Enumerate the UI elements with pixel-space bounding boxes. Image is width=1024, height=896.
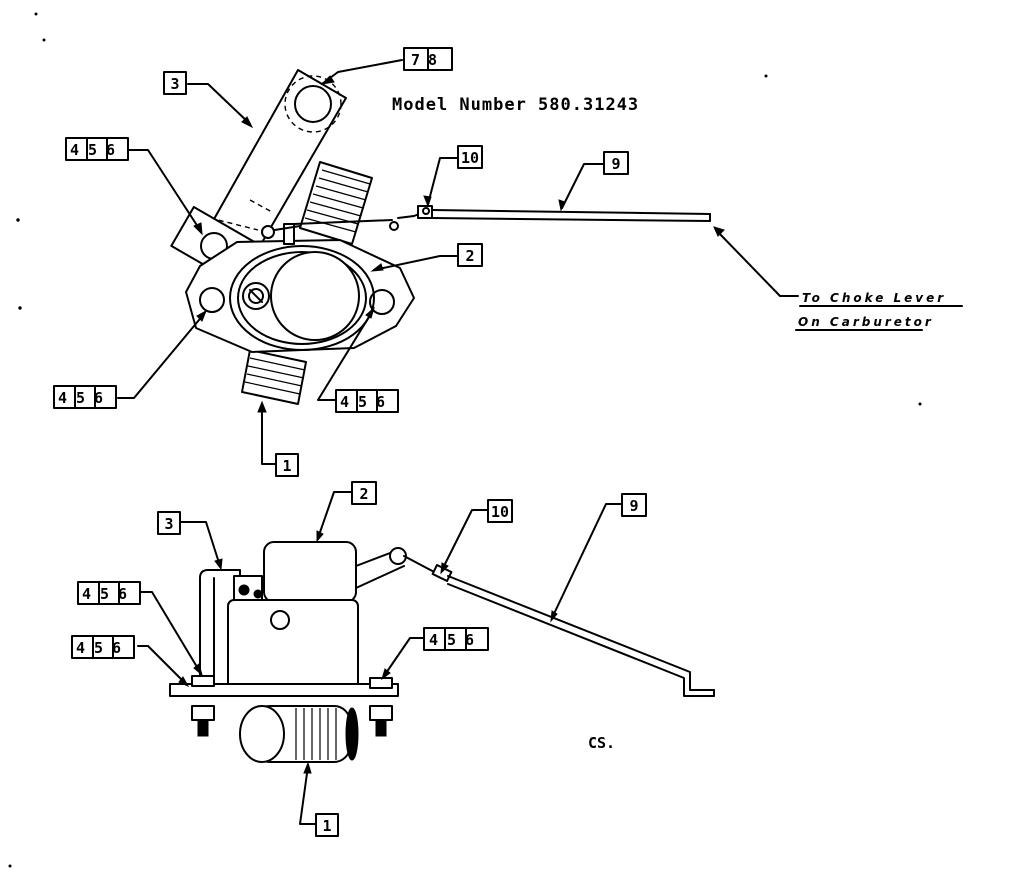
callout-label: 9 bbox=[629, 497, 638, 515]
callout-label: 456 bbox=[340, 393, 394, 411]
threaded-cylinder-lower bbox=[241, 349, 307, 405]
callout-side-part10: 10 bbox=[487, 499, 513, 523]
threaded-cylinder-upper bbox=[299, 161, 373, 245]
callout-side-part9: 9 bbox=[621, 493, 647, 517]
callout-top-part456-right: 456 bbox=[335, 389, 399, 413]
callout-top-part456-left: 456 bbox=[53, 385, 117, 409]
callout-side-part3: 3 bbox=[157, 511, 181, 535]
callout-label: 456 bbox=[70, 141, 124, 159]
leader-lines-top bbox=[117, 59, 799, 465]
callouts: 3 78 456 10 9 2 456 bbox=[53, 47, 647, 837]
leader-lines-side bbox=[137, 491, 625, 825]
callout-label: 10 bbox=[491, 503, 509, 521]
drawing-code: CS. bbox=[588, 734, 615, 752]
callout-label: 456 bbox=[82, 585, 136, 603]
callout-top-part3: 3 bbox=[163, 71, 187, 95]
callout-side-part456-right: 456 bbox=[423, 627, 489, 651]
callout-label: 2 bbox=[465, 247, 474, 265]
callout-label: 1 bbox=[282, 457, 291, 475]
note-line-1: To Choke Lever bbox=[802, 291, 946, 305]
side-view bbox=[137, 491, 715, 825]
callout-side-part2: 2 bbox=[351, 481, 377, 505]
side-solenoid-top bbox=[263, 541, 407, 603]
callout-top-part2: 2 bbox=[457, 243, 483, 267]
callout-label: 78 bbox=[411, 51, 445, 69]
callout-label: 3 bbox=[170, 75, 179, 93]
mounting-flange bbox=[185, 223, 415, 353]
side-cylinder bbox=[239, 705, 359, 763]
callout-label: 10 bbox=[461, 149, 479, 167]
choke-rod-side bbox=[403, 555, 715, 697]
callout-label: 456 bbox=[58, 389, 112, 407]
callout-top-part9: 9 bbox=[603, 151, 629, 175]
callout-side-part456-upper: 456 bbox=[77, 581, 141, 605]
top-view bbox=[117, 59, 799, 465]
callout-label: 1 bbox=[322, 817, 331, 835]
callout-label: 456 bbox=[429, 631, 483, 649]
callout-top-part456-upper: 456 bbox=[65, 137, 129, 161]
choke-rod-top bbox=[293, 205, 711, 231]
callout-label: 2 bbox=[359, 485, 368, 503]
callout-top-part1: 1 bbox=[275, 453, 299, 477]
callout-label: 3 bbox=[164, 515, 173, 533]
model-number: Model Number 580.31243 bbox=[392, 95, 639, 115]
callout-side-part1: 1 bbox=[315, 813, 339, 837]
callout-top-part10: 10 bbox=[457, 145, 483, 169]
note-line-2: On Carburetor bbox=[798, 315, 934, 329]
side-base-plate bbox=[169, 675, 399, 737]
callout-top-part78: 78 bbox=[403, 47, 453, 71]
scan-specks bbox=[8, 12, 922, 868]
callout-side-part456-lower: 456 bbox=[71, 635, 135, 659]
callout-label: 456 bbox=[76, 639, 130, 657]
callout-label: 9 bbox=[611, 155, 620, 173]
